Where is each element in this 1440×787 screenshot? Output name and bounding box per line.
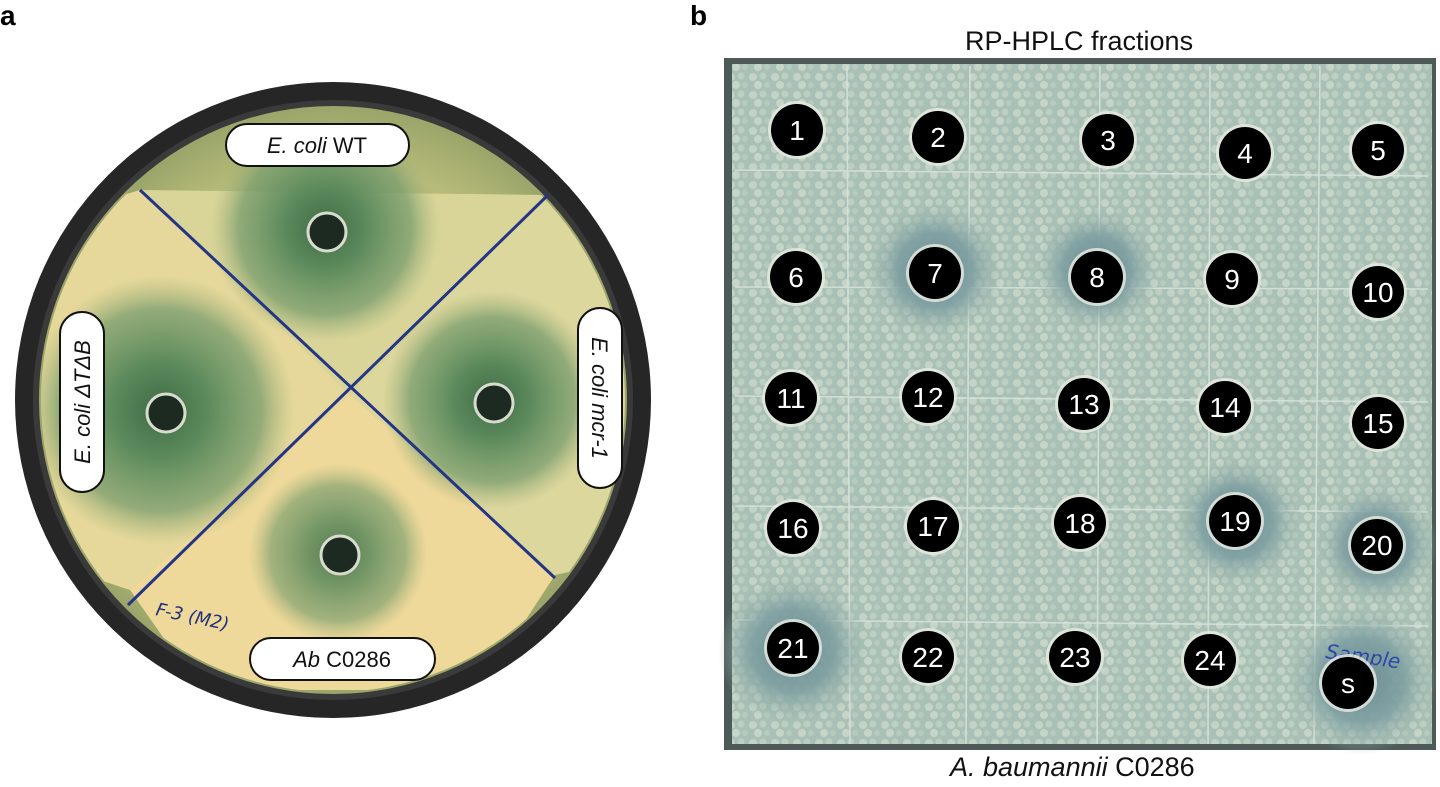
well-label-2: 2 — [930, 122, 946, 153]
well-marker-s: s — [1319, 654, 1377, 712]
well-marker-17: 17 — [904, 497, 962, 555]
well-marker-16: 16 — [764, 499, 822, 557]
label-left: E. coli ΔTΔB — [59, 311, 105, 493]
label-top-normal: WT — [327, 133, 367, 158]
petri-dish-a: F-3 (M2) E. coli WT Ab C0286 E. coli ΔTΔ… — [15, 82, 651, 718]
well-label-4: 4 — [1237, 138, 1253, 169]
well-marker-20: 20 — [1348, 516, 1406, 574]
well-label-24: 24 — [1194, 645, 1225, 676]
svg-text:Ab C0286: Ab C0286 — [291, 647, 391, 672]
well-marker-5: 5 — [1349, 121, 1407, 179]
label-bottom: Ab C0286 — [249, 637, 436, 681]
marker-line-1 — [138, 188, 557, 580]
well-left — [145, 392, 187, 434]
well-marker-8: 8 — [1068, 248, 1126, 306]
label-top: E. coli WT — [225, 123, 410, 167]
well-marker-3: 3 — [1079, 111, 1137, 169]
label-right: E. coli mcr-1 — [577, 307, 623, 489]
well-marker-7: 7 — [906, 244, 964, 302]
well-label-11: 11 — [776, 383, 805, 414]
well-label-14: 14 — [1209, 392, 1240, 423]
well-label-16: 16 — [777, 513, 808, 544]
label-left-text: E. coli ΔTΔB — [70, 340, 95, 464]
well-label-23: 23 — [1059, 642, 1090, 673]
well-marker-10: 10 — [1349, 263, 1407, 321]
well-marker-11: 11 — [762, 369, 820, 427]
well-label-8: 8 — [1089, 262, 1105, 293]
well-label-18: 18 — [1064, 508, 1095, 539]
well-label-17: 17 — [917, 511, 948, 542]
well-marker-22: 22 — [899, 628, 957, 686]
well-label-15: 15 — [1362, 408, 1393, 439]
well-right — [473, 382, 515, 424]
well-label-20: 20 — [1361, 530, 1392, 561]
well-marker-21: 21 — [764, 619, 822, 677]
panel-a-letter: a — [0, 0, 16, 31]
well-label-21: 21 — [777, 633, 808, 664]
well-marker-6: 6 — [767, 248, 825, 306]
well-marker-4: 4 — [1216, 124, 1274, 182]
well-label-3: 3 — [1100, 125, 1116, 156]
label-right-text: E. coli mcr-1 — [587, 337, 612, 459]
well-marker-24: 24 — [1181, 631, 1239, 689]
panel-b-letter: b — [690, 0, 708, 31]
well-label-s: s — [1341, 668, 1355, 699]
well-label-12: 12 — [912, 382, 943, 413]
panel-b-title: RP-HPLC fractions — [965, 26, 1194, 56]
well-marker-15: 15 — [1349, 394, 1407, 452]
well-label-22: 22 — [912, 642, 943, 673]
well-marker-1: 1 — [768, 101, 826, 159]
well-label-10: 10 — [1362, 277, 1393, 308]
well-label-13: 13 — [1068, 389, 1099, 420]
well-marker-12: 12 — [899, 368, 957, 426]
label-bottom-italic: Ab — [291, 647, 320, 672]
well-marker-23: 23 — [1046, 628, 1104, 686]
well-label-6: 6 — [788, 262, 804, 293]
well-bottom — [319, 534, 361, 576]
well-label-1: 1 — [789, 115, 805, 146]
label-bottom-normal: C0286 — [320, 647, 391, 672]
well-label-7: 7 — [927, 258, 943, 289]
well-label-19: 19 — [1219, 506, 1250, 537]
label-top-italic: E. coli — [267, 133, 328, 158]
panel-b-caption: A. baumannii C0286 — [950, 752, 1195, 783]
well-marker-9: 9 — [1203, 250, 1261, 308]
well-marker-14: 14 — [1196, 378, 1254, 436]
caption-b-italic: A. baumannii — [950, 752, 1108, 782]
marker-line-2 — [126, 193, 550, 607]
well-label-5: 5 — [1370, 135, 1386, 166]
well-marker-2: 2 — [909, 108, 967, 166]
caption-b-normal: C0286 — [1107, 752, 1195, 782]
well-marker-19: 19 — [1206, 492, 1264, 550]
svg-text:E. coli WT: E. coli WT — [267, 133, 367, 158]
well-marker-13: 13 — [1055, 375, 1113, 433]
well-top — [306, 211, 348, 253]
well-label-9: 9 — [1224, 264, 1240, 295]
well-marker-18: 18 — [1051, 494, 1109, 552]
